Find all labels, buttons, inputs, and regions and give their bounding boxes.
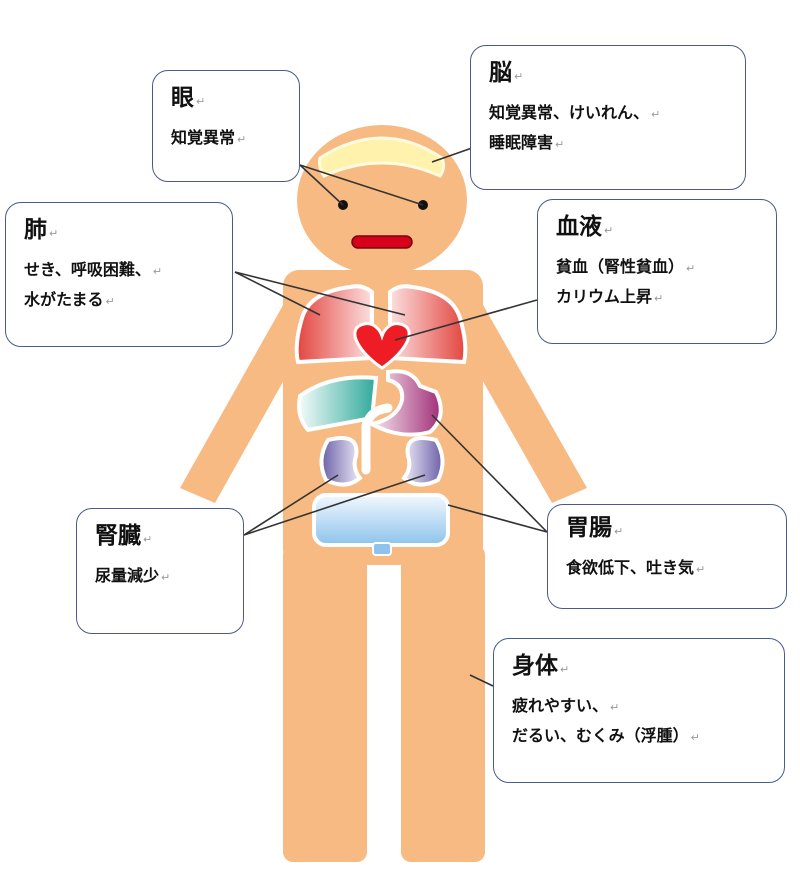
edit-mark: ↵ bbox=[604, 224, 614, 237]
edit-mark: ↵ bbox=[686, 261, 696, 275]
edit-mark: ↵ bbox=[105, 294, 115, 308]
callout-lung-title: 肺 bbox=[24, 217, 47, 243]
callout-body: 身体↵ 疲れやすい、↵ だるい、むくみ（浮腫）↵ bbox=[493, 638, 785, 783]
mouth bbox=[351, 235, 413, 249]
leader-eye-1 bbox=[299, 164, 344, 206]
edit-mark: ↵ bbox=[651, 107, 661, 121]
edit-mark: ↵ bbox=[196, 95, 206, 108]
leader-kidney-1 bbox=[243, 474, 339, 536]
organs bbox=[294, 284, 468, 556]
edit-mark: ↵ bbox=[654, 291, 664, 305]
leader-brain bbox=[431, 147, 473, 163]
edit-mark: ↵ bbox=[161, 570, 171, 584]
edit-mark: ↵ bbox=[555, 137, 565, 151]
callout-body-line-2: だるい、むくみ（浮腫） bbox=[512, 725, 689, 745]
callout-gut-line-1: 食欲低下、吐き気 bbox=[566, 557, 695, 577]
callout-lung: 肺↵ せき、呼吸困難、↵ 水がたまる↵ bbox=[5, 202, 233, 347]
edit-mark: ↵ bbox=[514, 70, 524, 83]
edit-mark: ↵ bbox=[152, 264, 163, 278]
leader-lines bbox=[234, 147, 548, 687]
callout-brain-line-2: 睡眠障害 bbox=[489, 132, 554, 152]
callout-brain-title: 脳 bbox=[489, 60, 512, 86]
edit-mark: ↵ bbox=[696, 562, 706, 576]
right-lung bbox=[388, 284, 468, 365]
callout-brain: 脳↵ 知覚異常、けいれん、↵ 睡眠障害↵ bbox=[470, 45, 746, 190]
urethra bbox=[372, 542, 392, 556]
callout-lung-line-1: せき、呼吸困難、 bbox=[24, 259, 151, 279]
leader-lung-1 bbox=[234, 271, 321, 316]
right-arm bbox=[468, 282, 587, 503]
callout-gut-title: 胃腸 bbox=[566, 515, 612, 541]
edit-mark: ↵ bbox=[143, 533, 153, 546]
leader-gut-2 bbox=[447, 504, 548, 533]
callout-blood: 血液↵ 貧血（腎性貧血）↵ カリウム上昇↵ bbox=[537, 199, 777, 344]
bladder bbox=[312, 493, 450, 547]
hair bbox=[318, 136, 446, 178]
edit-mark: ↵ bbox=[614, 525, 624, 538]
left-arm bbox=[180, 282, 298, 503]
leader-eye-2 bbox=[299, 164, 424, 206]
left-lung bbox=[294, 284, 374, 365]
callout-blood-line-2: カリウム上昇 bbox=[556, 286, 653, 306]
callout-body-title: 身体 bbox=[512, 653, 558, 679]
callout-kidney: 腎臓↵ 尿量減少↵ bbox=[76, 508, 244, 634]
edit-mark: ↵ bbox=[237, 132, 247, 146]
leader-kidney-2 bbox=[243, 474, 426, 536]
leader-lung-2 bbox=[234, 271, 406, 316]
edit-mark: ↵ bbox=[560, 663, 570, 676]
left-leg bbox=[283, 545, 367, 862]
stomach bbox=[366, 369, 443, 437]
callout-eye-title: 眼 bbox=[171, 85, 194, 111]
liver bbox=[297, 375, 379, 433]
callout-lung-line-2: 水がたまる bbox=[24, 289, 104, 309]
left-kidney bbox=[319, 436, 363, 487]
intestine-tube bbox=[361, 403, 393, 475]
leader-gut-1 bbox=[431, 414, 548, 533]
right-leg bbox=[401, 545, 485, 862]
callout-eye-line-1: 知覚異常 bbox=[171, 127, 236, 147]
callout-kidney-title: 腎臓 bbox=[95, 523, 141, 549]
leader-blood bbox=[394, 299, 538, 341]
edit-mark: ↵ bbox=[610, 700, 620, 714]
right-kidney bbox=[401, 436, 445, 487]
callout-gut: 胃腸↵ 食欲低下、吐き気↵ bbox=[547, 504, 787, 609]
heart bbox=[353, 322, 411, 370]
edit-mark: ↵ bbox=[49, 227, 59, 240]
callout-eye: 眼↵ 知覚異常↵ bbox=[152, 70, 300, 182]
leader-body bbox=[469, 674, 494, 687]
callout-blood-title: 血液 bbox=[556, 214, 602, 240]
edit-mark: ↵ bbox=[690, 730, 700, 744]
callout-brain-line-1: 知覚異常、けいれん、 bbox=[489, 102, 650, 122]
callout-blood-line-1: 貧血（腎性貧血） bbox=[556, 256, 685, 276]
callout-body-line-1: 疲れやすい、 bbox=[512, 695, 609, 715]
callout-kidney-line-1: 尿量減少 bbox=[95, 565, 160, 585]
